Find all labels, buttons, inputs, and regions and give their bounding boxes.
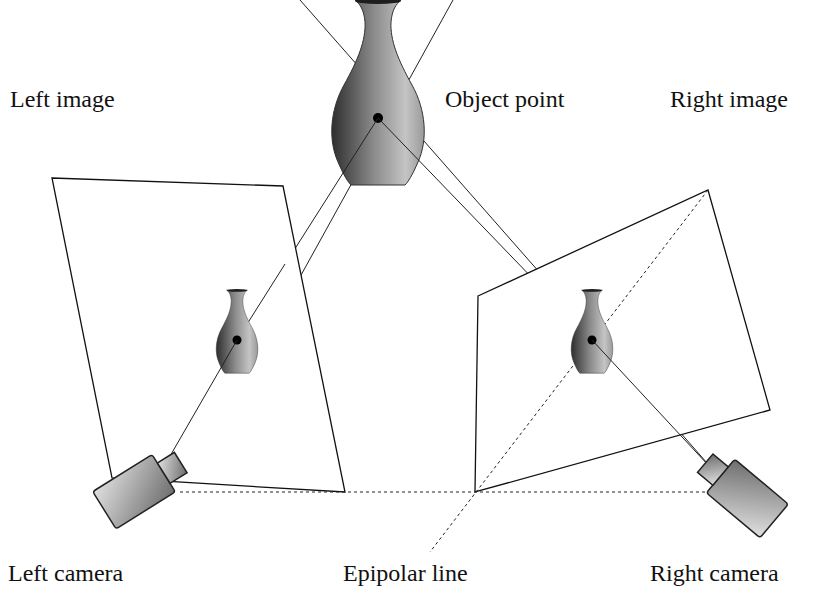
line-label: Epipolar line (343, 560, 468, 586)
plane-label: Left image (10, 86, 115, 112)
camera-label: Left camera (8, 560, 123, 586)
camera-label: Right camera (650, 560, 779, 586)
point-label: Object point (445, 86, 564, 112)
plane-label: Right image (670, 86, 788, 112)
